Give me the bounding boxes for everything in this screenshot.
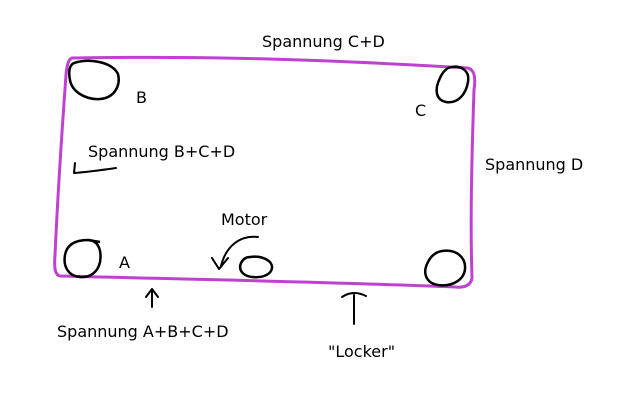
label-bottom-frame: Spannung A+B+C+D [57,322,229,341]
label-motor: Motor [221,210,268,229]
label-corner-c: C [415,101,427,120]
arrow-bottom-left [145,288,159,308]
label-locker: "Locker" [328,342,396,361]
wheel-d [424,249,467,287]
frame-outline [53,55,477,289]
motor-arrow [211,235,259,270]
wheel-c [435,65,470,104]
arrow-locker [341,292,367,325]
label-top-frame: Spannung C+D [262,32,385,51]
label-left-frame: Spannung B+C+D [88,142,236,161]
motor-circle [238,255,274,279]
label-corner-b: B [136,88,147,107]
wheel-b [67,59,120,101]
label-right-frame: Spannung D [485,155,584,174]
label-corner-a: A [119,253,130,272]
arrow-left-side [73,162,117,174]
wheel-a [63,238,102,279]
